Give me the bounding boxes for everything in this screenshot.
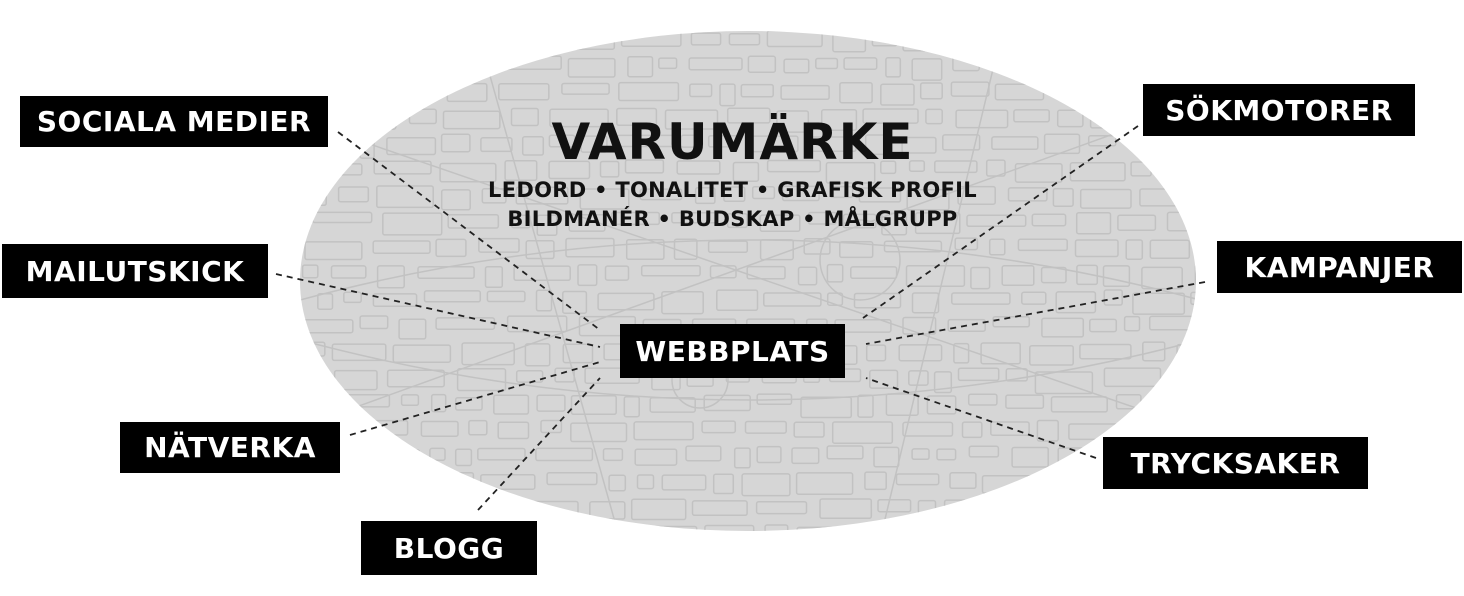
- connector-blogg: [477, 377, 601, 511]
- channel-label-kampanjer: KAMPANJER: [1217, 241, 1462, 293]
- connector-kampanjer: [865, 281, 1206, 345]
- channel-label-trycksaker: TRYCKSAKER: [1103, 437, 1368, 489]
- hub-label-webbplats: WEBBPLATS: [620, 324, 845, 378]
- connector-mailutskick: [275, 273, 601, 348]
- brand-attributes-line-2: BILDMANÉR • BUDSKAP • MÅLGRUPP: [507, 207, 958, 231]
- connector-sokmotorer: [862, 125, 1139, 319]
- brand-title: VARUMÄRKE: [551, 113, 914, 171]
- brand-ellipse: [300, 31, 1196, 531]
- channel-label-mailutskick: MAILUTSKICK: [2, 244, 268, 298]
- brand-title-block: VARUMÄRKE LEDORD • TONALITET • GRAFISK P…: [430, 108, 1035, 234]
- channel-label-natverka: NÄTVERKA: [120, 422, 340, 473]
- channel-label-sociala-medier: SOCIALA MEDIER: [20, 96, 328, 147]
- channel-label-blogg: BLOGG: [361, 521, 537, 575]
- connector-lines: [275, 125, 1206, 511]
- channel-label-sokmotorer: SÖKMOTORER: [1143, 84, 1415, 136]
- connector-trycksaker: [865, 377, 1097, 459]
- brand-attributes-line-1: LEDORD • TONALITET • GRAFISK PROFIL: [488, 178, 977, 202]
